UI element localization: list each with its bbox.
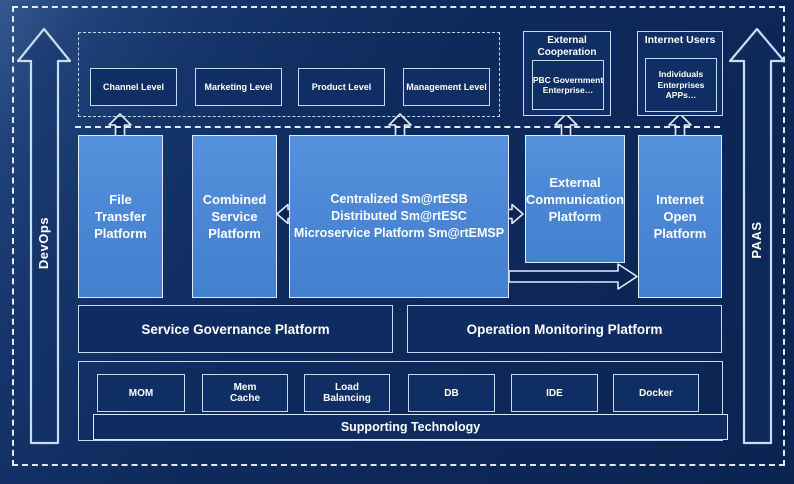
service-governance-platform-box: Service Governance Platform	[78, 305, 393, 353]
platform-line: File	[109, 192, 132, 207]
level-box-marketing: Marketing Level	[195, 68, 282, 106]
platform-line: External	[549, 174, 601, 190]
platform-line: Centralized Sm@rtESB	[330, 192, 468, 206]
member-line: APPs…	[665, 90, 697, 101]
external-cooperation-members-box: PBC Government Enterprise…	[532, 60, 604, 110]
platform-line: Service	[211, 209, 258, 224]
integration-boundary-line	[75, 126, 720, 128]
platform-line: Microservice Platform Sm@rtEMSP	[293, 226, 505, 240]
member-line: Individuals	[658, 69, 704, 80]
platform-line: Platform	[548, 208, 602, 224]
tech-box-docker: Docker	[613, 374, 699, 412]
tech-box-db: DB	[408, 374, 495, 412]
member-line: Enterprises	[657, 79, 705, 90]
platform-line: Transfer	[94, 209, 147, 224]
level-box-channel: Channel Level	[90, 68, 177, 106]
external-cooperation-box: External Cooperation PBC Government Ente…	[523, 31, 611, 116]
level-box-product: Product Level	[298, 68, 385, 106]
operation-monitoring-platform-box: Operation Monitoring Platform	[407, 305, 722, 353]
level-label: Marketing Level	[204, 82, 273, 92]
tech-line: Mem	[233, 382, 257, 393]
level-label: Channel Level	[102, 82, 165, 92]
governance-label: Operation Monitoring Platform	[466, 321, 663, 337]
levels-dashed-group	[78, 32, 500, 117]
devops-label: DevOps	[36, 216, 51, 270]
tech-box-mom: MOM	[97, 374, 185, 412]
esb-platform-box: Centralized Sm@rtESB Distributed Sm@rtES…	[289, 135, 509, 298]
tech-box-load-balancing: Load Balancing	[304, 374, 390, 412]
tech-line: DB	[444, 387, 459, 399]
member-line: Enterprise…	[542, 85, 594, 95]
internet-open-platform-box: Internet Open Platform	[638, 135, 722, 298]
internet-users-box: Internet Users Individuals Enterprises A…	[637, 31, 723, 116]
tech-line: MOM	[128, 387, 154, 399]
platform-line: Platform	[653, 226, 707, 241]
tech-line: Load	[335, 382, 359, 393]
platform-line: Distributed Sm@rtESC	[331, 209, 467, 223]
level-box-management: Management Level	[403, 68, 490, 106]
internet-users-title: Internet Users	[644, 34, 716, 46]
platform-line: Platform	[94, 226, 147, 241]
tech-line: Balancing	[323, 393, 371, 404]
platform-line: Communication	[525, 191, 625, 207]
tech-box-ide: IDE	[511, 374, 598, 412]
platform-line: Internet	[656, 192, 704, 207]
level-label: Product Level	[311, 82, 372, 92]
file-transfer-platform-box: File Transfer Platform	[78, 135, 163, 298]
paas-label: PAAS	[749, 221, 764, 259]
level-label: Management Level	[406, 82, 487, 92]
supporting-technology-bar: Supporting Technology	[93, 414, 728, 440]
tech-line: Cache	[229, 393, 260, 404]
platform-line: Combined	[202, 192, 267, 207]
tech-box-mem-cache: Mem Cache	[202, 374, 288, 412]
external-communication-platform-box: External Communication Platform	[525, 135, 625, 263]
supporting-technology-group	[78, 361, 723, 441]
supporting-technology-label: Supporting Technology	[340, 420, 481, 434]
tech-line: Docker	[639, 387, 673, 399]
platform-line: Open	[663, 209, 697, 224]
internet-users-members-box: Individuals Enterprises APPs…	[645, 58, 717, 112]
governance-label: Service Governance Platform	[141, 321, 330, 337]
member-line: PBC Government	[532, 74, 604, 85]
title-line: Cooperation	[537, 46, 597, 58]
combined-service-platform-box: Combined Service Platform	[192, 135, 277, 298]
external-cooperation-title: External Cooperation	[524, 32, 610, 58]
platform-line: Platform	[208, 226, 261, 241]
title-line: External	[547, 35, 587, 46]
tech-line: IDE	[546, 387, 563, 399]
